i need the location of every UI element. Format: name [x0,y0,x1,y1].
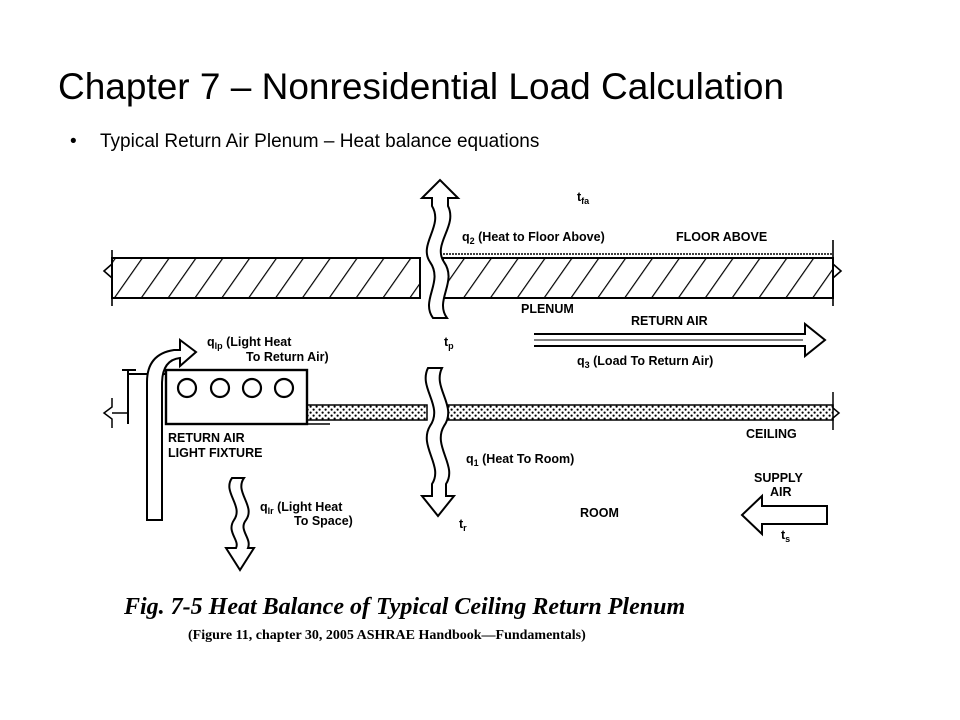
slide-title: Chapter 7 – Nonresidential Load Calculat… [58,66,785,107]
figure-source: (Figure 11, chapter 30, 2005 ASHRAE Hand… [188,628,586,643]
fixture-label-line1: RETURN AIR [168,431,245,445]
plenum-label: PLENUM [521,302,574,316]
floor-above-label: FLOOR ABOVE [676,230,767,244]
light-heat-return-arrow-icon [146,338,198,521]
light-heat-to-space-wavy-arrow-icon [224,477,256,572]
fixture-label-line2: LIGHT FIXTURE [168,446,262,460]
lamp-icon [273,377,295,399]
bullet-text: Typical Return Air Plenum – Heat balance… [100,131,540,152]
supply-air-label-line2: AIR [770,485,792,499]
light-fixture [122,368,309,426]
q3-label: q3 (Load To Return Air) [577,354,713,370]
t-s-label: ts [781,528,790,544]
t-r-label: tr [459,517,467,533]
heat-to-floor-above-wavy-arrow-icon [419,178,461,319]
return-air-label: RETURN AIR [631,314,708,328]
t-p-label: tp [444,335,454,351]
heat-to-room-wavy-arrow-icon [419,367,457,518]
q-lr-label: qlr (Light Heat [260,500,343,516]
q-lp-label-line2: To Return Air) [246,350,329,364]
q1-label: q1 (Heat To Room) [466,452,574,468]
supply-air-label-line1: SUPPLY [754,471,804,485]
lamp-icon [176,377,198,399]
lamp-icon [241,377,263,399]
q-lr-label-line2: To Space) [294,514,353,528]
bullet-item: • Typical Return Air Plenum – Heat balanc… [70,131,539,153]
t-fa-label: tfa [577,190,590,206]
lamp-icon [209,377,231,399]
ceiling-label: CEILING [746,427,797,441]
bullet-dot-icon: • [70,131,77,152]
q2-label: q2 (Heat to Floor Above) [462,230,605,246]
supply-air-arrow-icon [740,493,828,537]
floor-slab [102,240,843,306]
room-label: ROOM [580,506,619,520]
q-lp-label: qlp (Light Heat [207,335,292,351]
ceiling-panel [102,392,841,430]
figure-caption: Fig. 7-5 Heat Balance of Typical Ceiling… [123,594,685,620]
